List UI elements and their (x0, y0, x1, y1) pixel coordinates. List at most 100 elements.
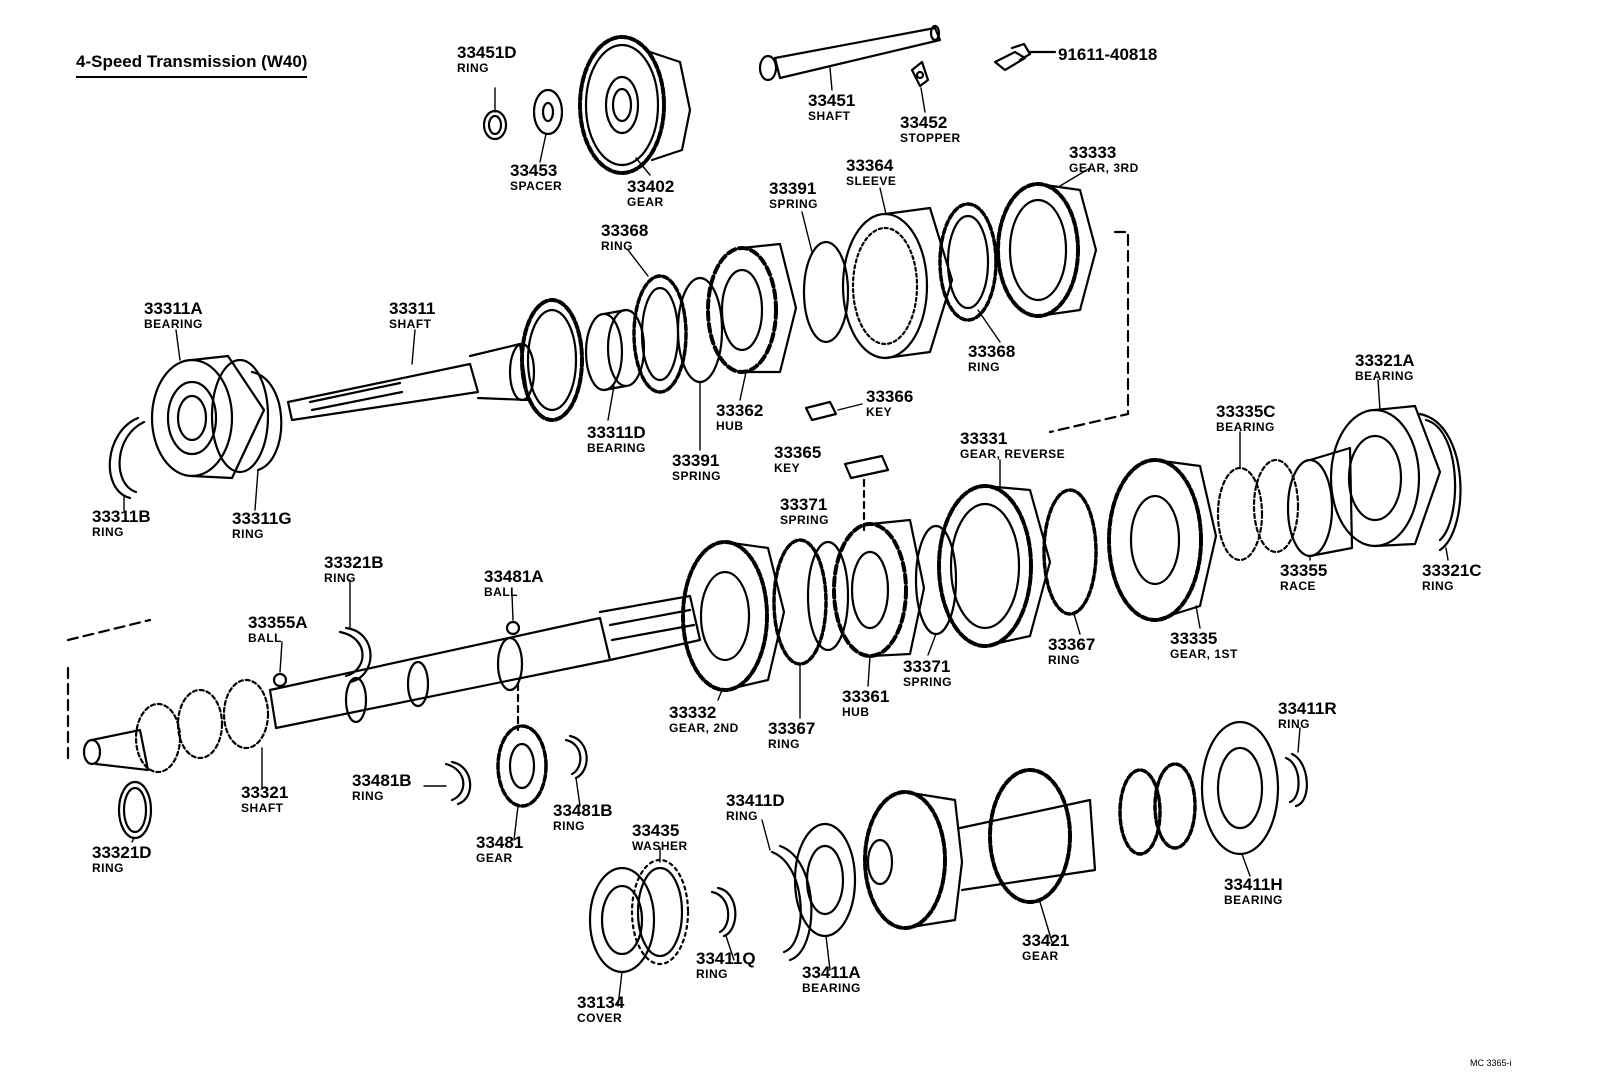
part-description: WASHER (632, 839, 688, 853)
part-number: 33368 (601, 221, 649, 240)
ring-33311G-drawing (250, 370, 283, 472)
ball-33355A-drawing (272, 672, 288, 688)
part-description: BEARING (1216, 420, 1275, 434)
part-description: RING (768, 737, 800, 751)
race-33355-drawing (1286, 446, 1354, 558)
part-number: 33411R (1278, 699, 1337, 718)
part-description: RACE (1280, 579, 1317, 593)
part-description: RING (726, 809, 758, 823)
part-number: 33355A (248, 613, 308, 632)
part-number: 33391 (769, 179, 817, 198)
key-33366-drawing (804, 400, 838, 422)
diagram-title: 4-Speed Transmission (W40) (76, 52, 308, 78)
part-description: RING (92, 861, 124, 875)
part-description: GEAR (1022, 949, 1059, 963)
part-number: 33321B (324, 553, 384, 572)
part-number: 33481A (484, 567, 544, 586)
part-description: BALL (248, 631, 282, 645)
callout-91611-40818: 91611-40818 (1058, 46, 1157, 63)
ring-33321D-drawing (117, 780, 153, 840)
part-description: RING (324, 571, 356, 585)
part-number: 33311A (144, 299, 203, 318)
part-description: GEAR, 1ST (1170, 647, 1238, 661)
ring-33321C-drawing (1418, 412, 1462, 552)
part-description: RING (232, 527, 264, 541)
part-description: BEARING (1224, 893, 1283, 907)
gear-33311-teeth-drawing (520, 298, 584, 422)
part-number: 33481B (352, 771, 412, 790)
part-description: RING (1048, 653, 1080, 667)
leader-lines (123, 67, 1449, 1007)
part-description: HUB (716, 419, 744, 433)
shaft-33321-drawing (82, 594, 702, 774)
part-number: 33402 (627, 177, 675, 196)
part-description: GEAR, 2ND (669, 721, 739, 735)
part-description: SLEEVE (846, 174, 897, 188)
ring-33411Q-drawing (710, 886, 737, 938)
part-description: RING (553, 819, 585, 833)
ball-33481A-drawing (505, 620, 521, 636)
part-number: 33411A (802, 963, 861, 982)
gear-33332-drawing (681, 540, 786, 692)
part-description: STOPPER (900, 131, 961, 145)
part-number: 33361 (842, 687, 890, 706)
bearing-33411A-drawing (793, 822, 857, 938)
gear-33421-drawing (863, 762, 1197, 930)
cover-33134-drawing (588, 866, 656, 974)
part-description: RING (601, 239, 633, 253)
dashed-guide-upper (1048, 230, 1130, 434)
part-number: 33368 (968, 342, 1016, 361)
part-number: 33321A (1355, 351, 1415, 370)
part-number: 33311B (92, 507, 151, 526)
part-description: SHAFT (808, 109, 851, 123)
bearing-33335C-drawing (1216, 458, 1300, 562)
part-description: GEAR (627, 195, 664, 209)
part-number: 33411H (1224, 875, 1283, 894)
part-description: RING (457, 61, 489, 75)
part-number: 33134 (577, 993, 625, 1012)
bearing-33311A-drawing (150, 354, 270, 480)
part-number: 33331 (960, 429, 1008, 448)
part-description: GEAR, REVERSE (960, 447, 1066, 461)
part-number: 33371 (780, 495, 828, 514)
part-description: BALL (484, 585, 518, 599)
ring-33367a-drawing (1042, 488, 1098, 616)
shaft-33311-drawing (286, 342, 536, 422)
gear-33331-drawing (937, 484, 1052, 648)
gear-33335-drawing (1107, 458, 1218, 622)
hub-33362-drawing (706, 242, 798, 374)
ring-33481Bb-drawing (564, 734, 588, 780)
part-description: COVER (577, 1011, 623, 1025)
part-description: KEY (774, 461, 801, 475)
part-number: 33371 (903, 657, 951, 676)
part-number: 33452 (900, 113, 948, 132)
ring-33411R-drawing (1284, 752, 1308, 808)
part-description: RING (1422, 579, 1454, 593)
part-description: RING (352, 789, 384, 803)
part-number: 33365 (774, 443, 822, 462)
